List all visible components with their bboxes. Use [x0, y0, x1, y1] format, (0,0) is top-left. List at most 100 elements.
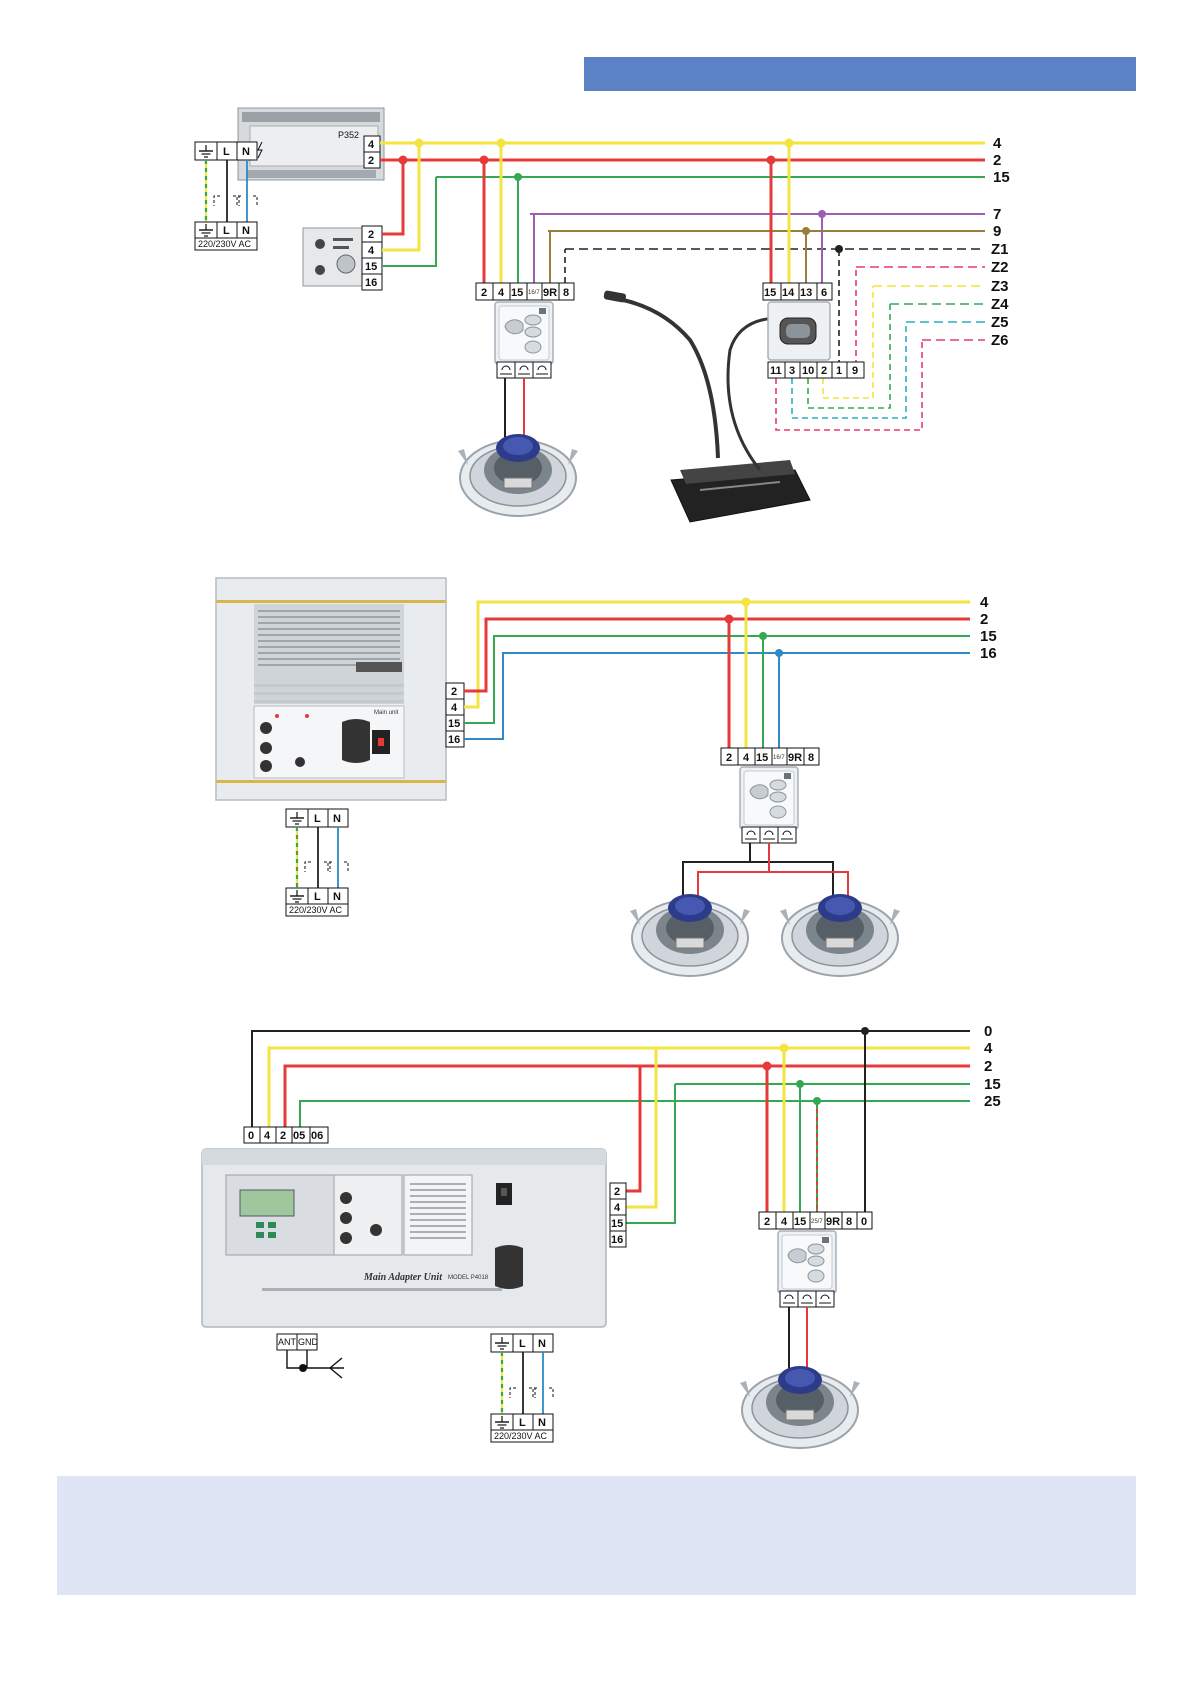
- power2-top-n: N: [333, 813, 341, 825]
- bus3-label-4: 4: [984, 1040, 993, 1057]
- diagram-2: Main unit 2 4 15 16: [216, 578, 997, 976]
- source-module: [303, 228, 363, 286]
- volume-control-3[interactable]: [778, 1231, 836, 1293]
- volume-2-speaker-terminals: [742, 827, 796, 843]
- mic-term-14: 14: [782, 287, 795, 299]
- bus-label-z4: Z4: [991, 296, 1009, 313]
- ceiling-speaker-2a: [630, 894, 750, 976]
- bus-label-z1: Z1: [991, 241, 1009, 258]
- power-bottom-l: L: [223, 225, 230, 237]
- antenna-term-ant: ANT: [278, 1337, 297, 1347]
- power2-bottom-l: L: [314, 891, 321, 903]
- unit-term-16: 16: [448, 734, 460, 746]
- module-term-4: 4: [368, 245, 375, 257]
- junction-dots-2: [725, 598, 784, 658]
- main-unit-terminals: 2 4 15 16: [446, 683, 464, 747]
- bus-label-z3: Z3: [991, 278, 1009, 295]
- mic-bterm-10: 10: [802, 365, 814, 377]
- mic-bterm-3: 3: [789, 365, 795, 377]
- adapter-term-2: 2: [280, 1130, 286, 1142]
- bus-label-z6: Z6: [991, 332, 1009, 349]
- bus-lines-1: [380, 143, 985, 430]
- power3-bottom-n: N: [538, 1417, 546, 1429]
- adapter-term-05: 05: [293, 1130, 305, 1142]
- power3-bottom-l: L: [519, 1417, 526, 1429]
- volume-control-2[interactable]: [740, 767, 798, 829]
- bus2-label-2: 2: [980, 611, 988, 628]
- bus-labels-3: 0 4 2 15 25: [984, 1023, 1001, 1110]
- main-unit-panel: Main unit: [216, 578, 446, 800]
- mic-unit: [768, 302, 830, 360]
- vol1-term-15: 15: [511, 287, 523, 299]
- module-term-16: 16: [365, 277, 377, 289]
- mic-unit-top-terminals: 15 14 13 6: [763, 283, 832, 300]
- vol3-term-2: 2: [764, 1216, 770, 1228]
- power3-top-n: N: [538, 1338, 546, 1350]
- vol3-term-0: 0: [861, 1216, 867, 1228]
- volume-3-speaker-terminals: [780, 1291, 834, 1307]
- bus2-label-4: 4: [980, 594, 989, 611]
- power-bottom-block-3: L N 220/230V AC: [491, 1414, 553, 1442]
- unit-term-2: 2: [451, 686, 457, 698]
- ceiling-speaker-2b: [780, 894, 900, 976]
- vol2-term-2: 2: [726, 752, 732, 764]
- volume-control-1[interactable]: [495, 302, 553, 364]
- power-top-block-1: L N: [195, 142, 262, 160]
- volume-1-top-terminals: 2 4 15 16/7 9R 8: [476, 283, 574, 300]
- diagram-1: P352 4 2 L N L: [195, 108, 1010, 522]
- bus3-label-15: 15: [984, 1076, 1001, 1093]
- vol3-term-9r: 9R: [826, 1216, 840, 1228]
- power3-top-l: L: [519, 1338, 526, 1350]
- vol2-term-9r: 9R: [788, 752, 802, 764]
- mic-term-15: 15: [764, 287, 776, 299]
- bus-label-2: 2: [993, 152, 1001, 169]
- module-terminals: 2 4 15 16: [362, 226, 382, 290]
- bus-label-15: 15: [993, 169, 1010, 186]
- adapter-side-terminals: 2 4 15 16: [610, 1183, 626, 1247]
- mic-bterm-11: 11: [770, 365, 782, 377]
- vol1-term-8: 8: [563, 287, 569, 299]
- volume-3-top-terminals: 2 4 15 25/7 9R 8 0: [759, 1212, 872, 1229]
- power-label-3: 220/230V AC: [494, 1431, 548, 1441]
- ceiling-speaker-1: [458, 434, 578, 516]
- bus-lines-2: [464, 602, 970, 748]
- amplifier-p352: P352: [238, 108, 384, 180]
- adapter-term-06: 06: [311, 1130, 323, 1142]
- footer-bar: [57, 1476, 1136, 1595]
- mic-term-6: 6: [821, 287, 827, 299]
- power-bottom-n: N: [242, 225, 250, 237]
- vol1-term-9r: 9R: [543, 287, 557, 299]
- main-adapter-unit: Main Adapter Unit MODEL P4018: [202, 1149, 606, 1327]
- vol2-term-8: 8: [808, 752, 814, 764]
- power-top-n: N: [242, 146, 250, 158]
- antenna-icon: [330, 1358, 344, 1378]
- amp-terminals: 4 2: [364, 136, 380, 168]
- antenna-terminals: ANT GND: [277, 1334, 344, 1378]
- vol2-term-16-7: 16/7: [773, 755, 785, 761]
- vol1-term-2: 2: [481, 287, 487, 299]
- vol3-term-15: 15: [794, 1216, 806, 1228]
- module-term-15: 15: [365, 261, 377, 273]
- adapter-title: Main Adapter Unit: [363, 1272, 443, 1283]
- main-unit-label: Main unit: [374, 710, 399, 716]
- volume-1-speaker-terminals: [497, 362, 551, 378]
- bus-labels-1: 4 2 15 7 9 Z1 Z2 Z3 Z4 Z5 Z6: [991, 135, 1010, 349]
- bus-label-z5: Z5: [991, 314, 1009, 331]
- power-top-block-2: L N: [286, 809, 348, 827]
- unit-term-15: 15: [448, 718, 460, 730]
- power-top-block-3: L N: [491, 1334, 553, 1352]
- antenna-term-gnd: GND: [298, 1337, 319, 1347]
- bus-label-7: 7: [993, 206, 1001, 223]
- vol2-term-4: 4: [743, 752, 750, 764]
- bus-label-z2: Z2: [991, 259, 1009, 276]
- amp-term-2: 2: [368, 155, 374, 167]
- mic-bterm-9: 9: [852, 365, 858, 377]
- amp-term-4: 4: [368, 139, 375, 151]
- volume-2-top-terminals: 2 4 15 16/7 9R 8: [721, 748, 819, 765]
- power2-top-l: L: [314, 813, 321, 825]
- mic-bterm-1: 1: [836, 365, 842, 377]
- amp-model: P352: [338, 130, 359, 140]
- power-label-2: 220/230V AC: [289, 905, 343, 915]
- vol3-term-8: 8: [846, 1216, 852, 1228]
